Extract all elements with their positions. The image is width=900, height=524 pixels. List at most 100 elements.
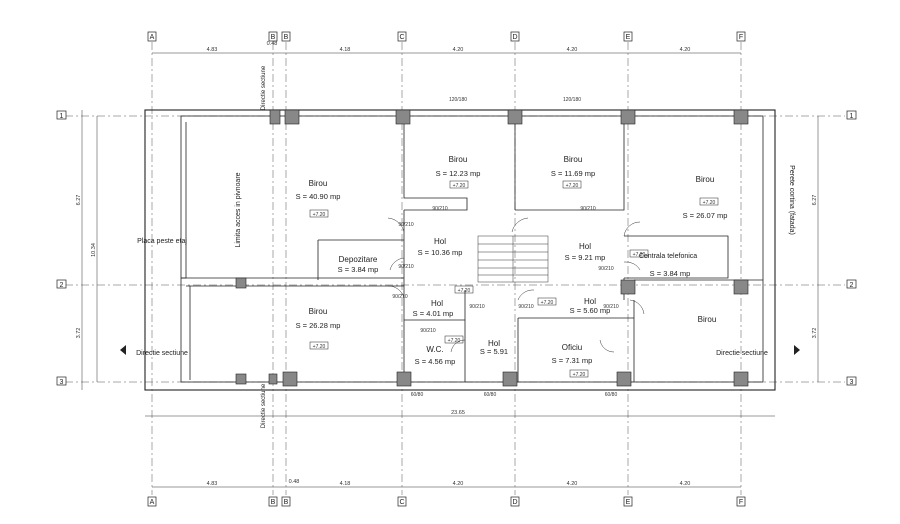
axis-bottom-d: D xyxy=(512,499,517,506)
note-directie-bottom: Directie sectiune xyxy=(261,383,267,428)
axis-top-f: F xyxy=(739,34,743,41)
room-area-hol-5: S = 5.91 xyxy=(480,347,508,356)
room-area-birou-3: S = 11.69 mp xyxy=(551,169,595,178)
walls xyxy=(144,109,776,391)
room-name-birou-5: Birou xyxy=(309,307,328,316)
axis-top-e: E xyxy=(626,34,631,41)
note-directie-right: Directie sectiune xyxy=(716,350,768,357)
door-mark: 90/210 xyxy=(420,328,436,334)
axis-bottom-b2: B xyxy=(284,499,289,506)
dim-overall: 23.65 xyxy=(451,410,465,416)
door-mark: 90/210 xyxy=(432,206,448,212)
dim-left-1: 6.27 xyxy=(76,195,82,206)
axis-bottom-e: E xyxy=(626,499,631,506)
dim-right-2: 3.72 xyxy=(812,328,818,339)
axis-right-3: 3 xyxy=(850,379,854,386)
axis-left-3: 3 xyxy=(60,379,64,386)
room-area-birou-4: S = 26.07 mp xyxy=(683,211,728,220)
window-mark-5: 60/80 xyxy=(605,392,618,398)
room-area-hol-1: S = 10.36 mp xyxy=(418,248,463,257)
door-mark: 90/210 xyxy=(603,304,619,310)
room-area-centrala: S = 3.84 mp xyxy=(650,269,691,278)
dim-right-1: 6.27 xyxy=(812,195,818,206)
room-area-hol-3: S = 4.01 mp xyxy=(413,309,454,318)
level-mark-text: +7.20 xyxy=(313,344,326,350)
level-mark-text: +7.20 xyxy=(633,252,646,258)
room-name-birou-6: Birou xyxy=(698,315,717,324)
dim-bottom-4: 4.20 xyxy=(453,481,464,487)
axis-bottom-a: A xyxy=(150,499,155,506)
room-area-birou-1: S = 40.90 mp xyxy=(296,192,341,201)
axis-right-1: 1 xyxy=(850,113,854,120)
room-name-hol-3: Hol xyxy=(431,299,443,308)
dim-left-total: 10.34 xyxy=(91,243,97,257)
axis-left-1: 1 xyxy=(60,113,64,120)
level-mark-text: +7.20 xyxy=(541,300,554,306)
level-mark-text: +7.20 xyxy=(453,183,466,189)
axis-top-b1: B xyxy=(271,34,276,41)
room-name-birou-1: Birou xyxy=(309,179,328,188)
room-name-hol-5: Hol xyxy=(488,339,500,348)
room-name-depozitare: Depozitare xyxy=(339,255,378,264)
room-area-hol-2: S = 9.21 mp xyxy=(565,253,606,262)
dim-bottom-6: 4.20 xyxy=(680,481,691,487)
dim-top-3: 4.18 xyxy=(340,47,351,53)
door-mark: 90/210 xyxy=(469,304,485,310)
dim-bottom-1: 4.83 xyxy=(207,481,218,487)
axis-bottom-b1: B xyxy=(271,499,276,506)
window-mark-1: 120/180 xyxy=(449,97,467,103)
staircase xyxy=(477,235,549,283)
dim-top-2: 0.48 xyxy=(267,41,278,47)
room-name-wc: W.C. xyxy=(426,345,443,354)
axis-top-b2: B xyxy=(284,34,289,41)
note-placa: Placa peste etaj xyxy=(137,238,187,245)
axis-top-d: D xyxy=(512,34,517,41)
dim-top-1: 4.83 xyxy=(207,47,218,53)
dim-bottom-3: 4.18 xyxy=(340,481,351,487)
room-area-hol-4: S = 5.60 mp xyxy=(570,306,611,315)
axis-bubbles xyxy=(56,31,857,507)
door-swings xyxy=(387,217,645,353)
door-mark: 90/210 xyxy=(518,304,534,310)
dimension-lines xyxy=(81,52,819,488)
note-limita: Limita acces in pivnoare xyxy=(235,172,242,247)
level-mark-text: +7.20 xyxy=(566,183,579,189)
level-mark-text: +7.20 xyxy=(458,288,471,294)
room-name-birou-2: Birou xyxy=(449,155,468,164)
axis-top-c: C xyxy=(399,34,404,41)
door-mark: 90/210 xyxy=(392,294,408,300)
room-name-oficiu: Oficiu xyxy=(562,343,582,352)
room-area-wc: S = 4.56 mp xyxy=(415,357,456,366)
axis-top-a: A xyxy=(150,34,155,41)
section-markers xyxy=(120,345,800,355)
room-name-birou-3: Birou xyxy=(564,155,583,164)
door-mark: 90/210 xyxy=(398,264,414,270)
note-directie-left: Directie sectiune xyxy=(136,350,188,357)
door-mark: 90/210 xyxy=(580,206,596,212)
note-directie-top: Directie sectiune xyxy=(261,65,267,110)
level-mark-text: +7.20 xyxy=(313,212,326,218)
window-mark-4: 60/80 xyxy=(484,392,497,398)
room-area-depozitare: S = 3.84 mp xyxy=(338,265,379,274)
window-mark-3: 60/80 xyxy=(411,392,424,398)
room-area-birou-2: S = 12.23 mp xyxy=(436,169,481,178)
room-area-birou-5: S = 26.28 mp xyxy=(296,321,341,330)
note-perete-cortina: Perete cortina (fatada) xyxy=(788,165,795,235)
dim-top-6: 4.20 xyxy=(680,47,691,53)
window-mark-2: 120/180 xyxy=(563,97,581,103)
room-name-hol-2: Hol xyxy=(579,242,591,251)
room-name-hol-4: Hol xyxy=(584,297,596,306)
axis-right-2: 2 xyxy=(850,282,854,289)
dim-bottom-2: 0.48 xyxy=(289,479,300,485)
dim-bottom-5: 4.20 xyxy=(567,481,578,487)
level-mark-text: +7.20 xyxy=(448,338,461,344)
dim-top-5: 4.20 xyxy=(567,47,578,53)
room-name-centrala: Centrala telefonica xyxy=(639,253,697,260)
level-mark-text: +7.20 xyxy=(573,372,586,378)
room-area-oficiu: S = 7.31 mp xyxy=(552,356,593,365)
door-mark: 90/210 xyxy=(598,266,614,272)
columns xyxy=(235,109,749,387)
room-name-birou-4: Birou xyxy=(696,175,715,184)
axis-bottom-c: C xyxy=(399,499,404,506)
